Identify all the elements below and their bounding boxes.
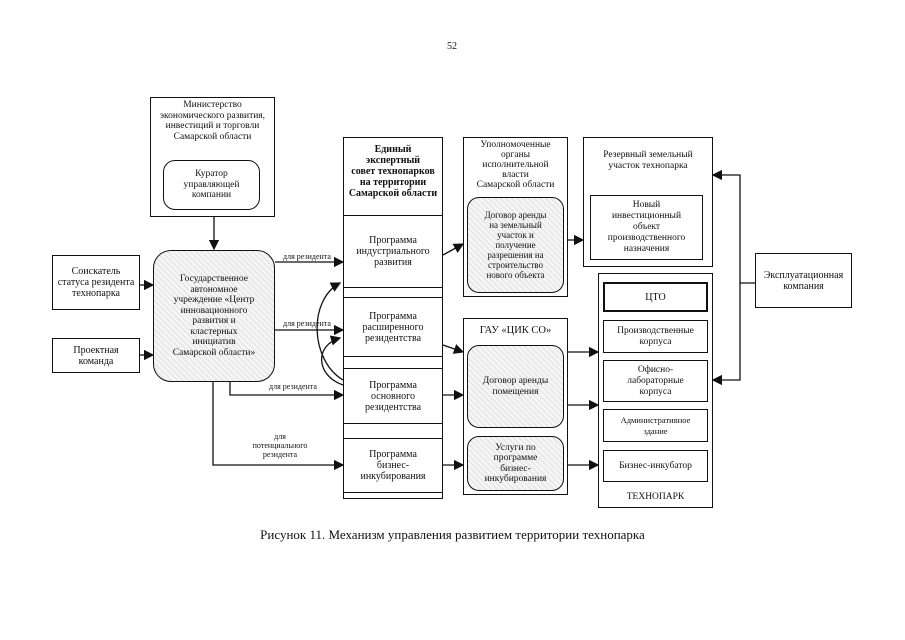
program-basic: Программа основного резидентства <box>343 368 443 424</box>
ministry-title: Министерство экономического развития, ин… <box>159 100 266 142</box>
admin-building-box: Административное здание <box>603 409 708 442</box>
page-number: 52 <box>447 41 457 52</box>
business-incubator-box: Бизнес-инкубатор <box>603 450 708 482</box>
program-incubation: Программа бизнес- инкубирования <box>343 438 443 493</box>
rent-contract-box: Договор аренды помещения <box>467 345 564 428</box>
land-contract-box: Договор аренды на земельный участок и по… <box>467 197 564 293</box>
applicant-box: Соискатель статуса резидента технопарка <box>52 255 140 310</box>
production-buildings-box: Производственные корпуса <box>603 320 708 353</box>
figure-caption: Рисунок 11. Механизм управления развитие… <box>260 527 645 542</box>
curator-box: Куратор управляющей компании <box>163 160 260 210</box>
incubation-services-box: Услуги по программе бизнес- инкубировани… <box>467 436 564 491</box>
label-for-potential: для потенциального резидента <box>252 432 308 459</box>
center-box: Государственное автономное учреждение «Ц… <box>153 250 275 382</box>
program-extended: Программа расширенного резидентства <box>343 297 443 357</box>
cto-box: ЦТО <box>603 282 708 312</box>
authorities-title: Уполномоченные органы исполнительной вла… <box>476 140 555 190</box>
project-team-box: Проектная команда <box>52 338 140 373</box>
reserve-title: Резервный земельный участок технопарка <box>603 150 693 171</box>
operating-company-box: Эксплуатационная компания <box>755 253 852 308</box>
technopark-title: ТЕХНОПАРК <box>626 492 685 502</box>
gau-title: ГАУ «ЦИК СО» <box>479 325 552 336</box>
new-object-box: Новый инвестиционный объект производстве… <box>590 195 703 260</box>
label-for-resident-2: для резидента <box>283 319 331 328</box>
office-lab-buildings-box: Офисно- лабораторные корпуса <box>603 360 708 402</box>
label-for-resident-3: для резидента <box>269 382 317 391</box>
program-industrial: Программа индустриального развития <box>343 215 443 288</box>
label-for-resident-1: для резидента <box>283 252 331 261</box>
council-title: Единый экспертный совет технопарков на т… <box>348 144 438 199</box>
